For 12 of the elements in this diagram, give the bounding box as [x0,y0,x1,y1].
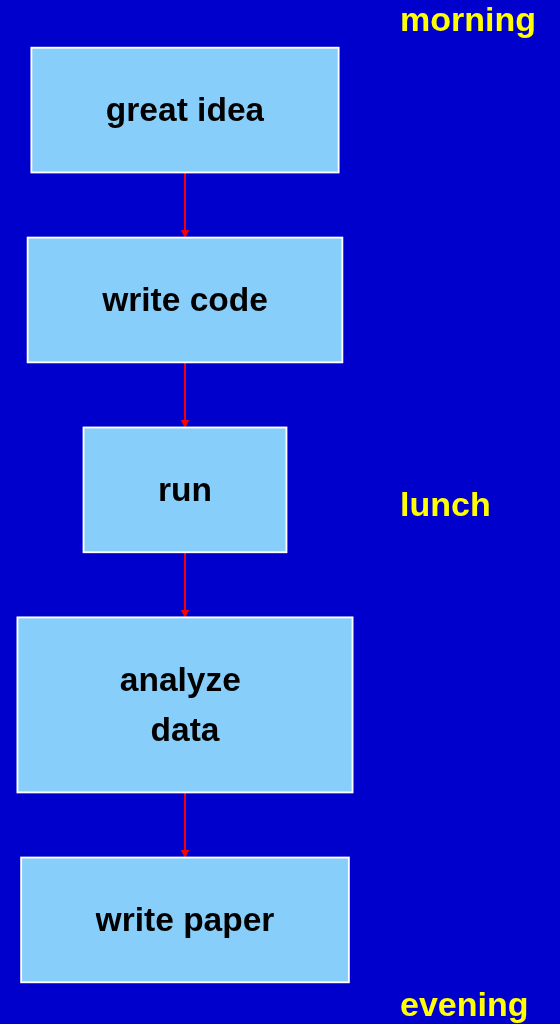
arrow [180,791,190,858]
time-label: morning [400,0,536,39]
arrow [180,171,190,238]
node-box: run [82,426,288,554]
time-label: evening [400,985,529,1024]
arrow [180,361,190,428]
time-label: lunch [400,485,491,524]
arrow [180,551,190,618]
node-box: write paper [20,856,350,984]
node-box: great idea [30,46,340,174]
node-box: write code [26,236,344,364]
node-box: analyze data [16,616,354,794]
